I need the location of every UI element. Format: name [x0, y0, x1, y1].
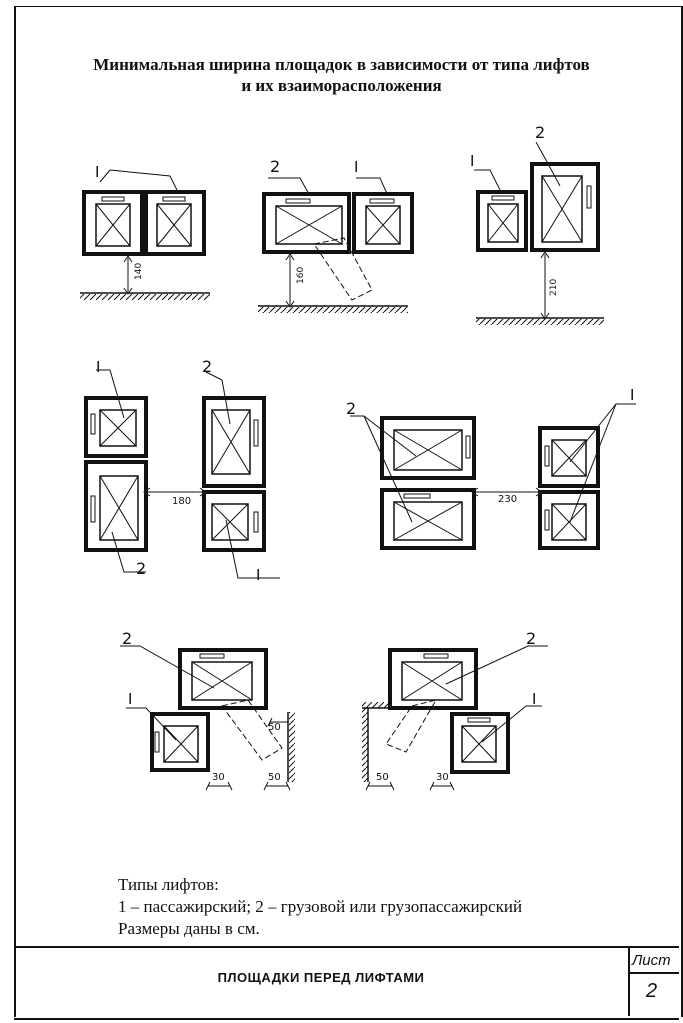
- sheet-label: Лист: [632, 952, 671, 969]
- label-passenger: I: [95, 163, 99, 181]
- diagram-two-passenger: I 140: [80, 163, 210, 300]
- label-passenger: I: [128, 690, 132, 708]
- label-freight: 2: [526, 629, 536, 648]
- sheet-box-divider: [628, 972, 679, 974]
- dim-30: 30: [212, 772, 225, 783]
- label-passenger: I: [470, 152, 474, 170]
- label-passenger: I: [256, 566, 260, 584]
- elevator-shaft-passenger: [202, 490, 266, 552]
- sheet-number-box: [628, 946, 681, 1016]
- sheet-frame: [14, 6, 683, 1017]
- elevator-shaft-freight: [530, 162, 600, 252]
- label-passenger: I: [354, 158, 358, 176]
- legend-title: Типы лифтов:: [118, 875, 219, 894]
- title-block: [14, 946, 679, 1020]
- elevator-shaft-passenger: [352, 192, 414, 254]
- label-freight: 2: [136, 559, 146, 578]
- freight-cart-outline: [385, 699, 438, 753]
- diagram-freight-passenger: 2 I 160: [258, 157, 414, 313]
- elevator-shaft-freight: [388, 648, 478, 710]
- elevator-shaft-passenger: [476, 190, 528, 252]
- diagram-corner-right: 2 I 50 30: [362, 629, 548, 791]
- dim-230: 230: [498, 494, 517, 505]
- diagram-opposite-vertical: I 2 2 I 180: [84, 357, 280, 584]
- elevator-shaft-freight: [178, 648, 268, 710]
- label-freight: 2: [122, 629, 132, 648]
- label-passenger: I: [532, 690, 536, 708]
- elevator-shaft-passenger: [538, 426, 600, 488]
- title-line-2: и их взаиморасположения: [241, 76, 442, 95]
- dim-180: 180: [172, 496, 191, 507]
- elevator-shaft-passenger: [450, 712, 510, 774]
- label-freight: 2: [202, 357, 212, 376]
- label-freight: 2: [346, 399, 356, 418]
- title-block-name: ПЛОЩАДКИ ПЕРЕД ЛИФТАМИ: [217, 970, 425, 985]
- elevator-shaft-freight: [84, 460, 148, 552]
- dim-50: 50: [376, 772, 389, 783]
- sheet-number: 2: [646, 980, 658, 1002]
- elevator-shaft-freight: [262, 192, 351, 254]
- freight-cart-outline: [221, 699, 283, 761]
- legend: Типы лифтов: 1 – пассажирский; 2 – грузо…: [118, 874, 522, 940]
- dim-210: 210: [549, 279, 559, 296]
- freight-cart-outline: [313, 237, 373, 301]
- diagram-passenger-tall-freight: I 2 210: [470, 123, 604, 325]
- elevator-shaft-freight: [380, 416, 476, 480]
- elevator-shaft-freight: [202, 396, 266, 488]
- elevator-shaft-freight: [380, 488, 476, 550]
- diagram-corner-left: 2 I 30 50 50: [120, 629, 295, 791]
- elevator-shaft-passenger: [538, 490, 600, 550]
- dim-140: 140: [134, 263, 144, 280]
- dim-30: 30: [436, 772, 449, 783]
- label-freight: 2: [535, 123, 545, 142]
- diagram-freight-vs-passenger: 2 I 230: [346, 386, 636, 550]
- drawing-title: Минимальная ширина площадок в зависимост…: [0, 54, 683, 96]
- legend-types: 1 – пассажирский; 2 – грузовой или грузо…: [118, 897, 523, 916]
- dim-160: 160: [296, 267, 306, 284]
- elevator-shaft-passenger: [150, 712, 210, 772]
- elevator-shaft-passenger: [144, 190, 206, 256]
- elevator-shaft-passenger: [84, 396, 148, 458]
- dim-50: 50: [268, 772, 281, 783]
- label-passenger: I: [96, 358, 100, 376]
- dim-50: 50: [268, 722, 281, 733]
- elevator-shaft-passenger: [82, 190, 144, 256]
- title-line-1: Минимальная ширина площадок в зависимост…: [93, 55, 590, 74]
- legend-units: Размеры даны в см.: [118, 919, 260, 938]
- label-passenger: I: [630, 386, 634, 404]
- label-freight: 2: [270, 157, 280, 176]
